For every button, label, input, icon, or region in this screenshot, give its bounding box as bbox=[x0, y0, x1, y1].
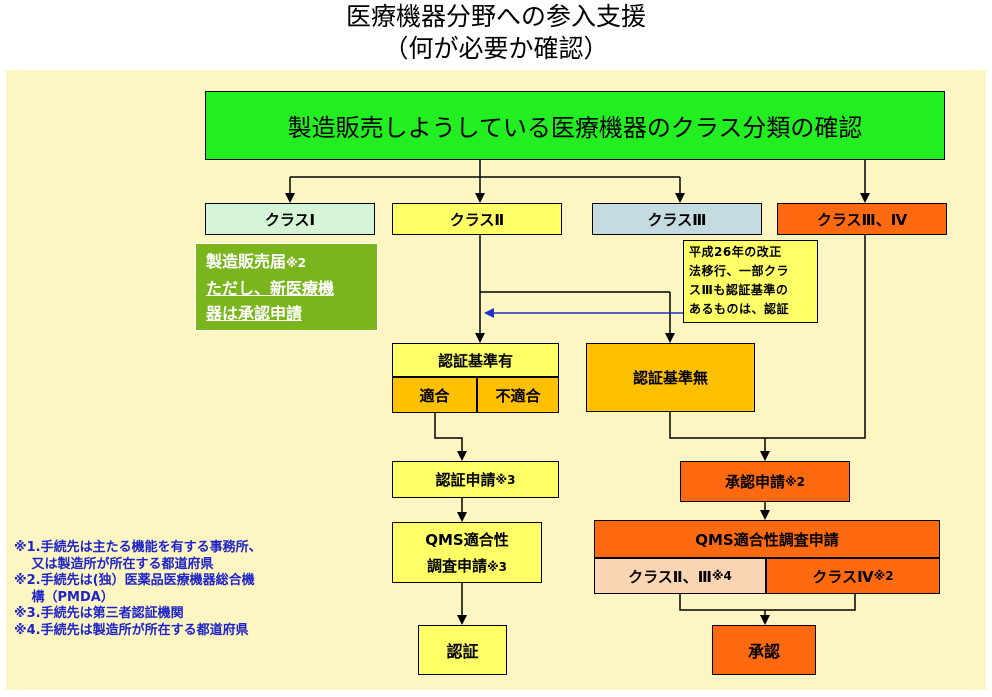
page-title-line1: 医療機器分野への参入支援 bbox=[345, 2, 646, 31]
class2-box: クラスⅡ bbox=[392, 203, 562, 235]
qms-right-header-label: QMS適合性調査申請 bbox=[695, 530, 839, 549]
approval-result-box: 承認 bbox=[712, 625, 816, 675]
class2-label: クラスⅡ bbox=[449, 210, 505, 229]
class1-note-line2: ただし、新医療機 bbox=[206, 279, 335, 298]
connector-qms-right-bottom bbox=[679, 594, 856, 611]
qms-right-class4-box: クラスⅣ※2 bbox=[766, 558, 940, 594]
approval-apply-label: 承認申請 bbox=[724, 473, 785, 491]
qms-right-class23-mark: ※4 bbox=[711, 569, 732, 583]
class-confirmation-box: 製造販売しようしている医療機器のクラス分類の確認 bbox=[205, 91, 945, 160]
class1-note-mark: ※2 bbox=[286, 256, 307, 270]
class1-note-line1: 製造販売届 bbox=[206, 252, 287, 271]
class3-box: クラスⅢ bbox=[592, 203, 762, 235]
class1-box: クラスⅠ bbox=[205, 203, 375, 235]
class1-note-line3: 器は承認申請 bbox=[206, 304, 303, 323]
callout-line2: 法移行、一部クラ bbox=[689, 264, 790, 278]
class1-note-box: 製造販売届※2 ただし、新医療機 器は承認申請 bbox=[195, 243, 378, 331]
law-revision-callout: 平成26年の改正 法移行、一部クラ スⅢも認証基準の あるものは、認証 bbox=[683, 240, 818, 323]
qms-left-box: QMS適合性 調査申請※3 bbox=[392, 522, 542, 583]
footnote-2a: ※2.手続先は(独）医薬品医療機器総合機 bbox=[14, 573, 255, 588]
cert-standard-header: 認証基準有 bbox=[392, 343, 559, 377]
class-confirmation-label: 製造販売しようしている医療機器のクラス分類の確認 bbox=[287, 114, 863, 142]
footnote-1b: 又は製造所が所在する都道府県 bbox=[14, 556, 214, 572]
qms-right-class4-mark: ※2 bbox=[873, 569, 894, 583]
footnote-2b: 構（PMDA） bbox=[14, 589, 114, 605]
cert-standard-label: 認証基準有 bbox=[437, 351, 513, 370]
callout-line3: スⅢも認証基準の bbox=[689, 283, 789, 297]
no-standard-label: 認証基準無 bbox=[632, 369, 708, 387]
qms-left-mark: ※3 bbox=[487, 560, 508, 574]
conform-label: 適合 bbox=[419, 386, 450, 405]
approval-apply-box: 承認申請※2 bbox=[680, 461, 850, 502]
nonconform-box: 不適合 bbox=[477, 377, 559, 413]
cert-result-label: 認証 bbox=[446, 642, 479, 661]
cert-apply-label: 認証申請 bbox=[435, 471, 496, 489]
class3-label: クラスⅢ bbox=[647, 210, 707, 229]
class34-label: クラスⅢ、Ⅳ bbox=[816, 210, 908, 229]
qms-right-header: QMS適合性調査申請 bbox=[594, 520, 940, 558]
arrow-to-cert-apply bbox=[434, 413, 467, 461]
footnote-1a: ※1.手続先は主たる機能を有する事務所、 bbox=[14, 540, 262, 555]
footnotes: ※1.手続先は主たる機能を有する事務所、 又は製造所が所在する都道府県 ※2.手… bbox=[14, 540, 359, 639]
callout-arrow bbox=[484, 256, 707, 318]
conform-box: 適合 bbox=[392, 377, 477, 413]
approval-result-label: 承認 bbox=[747, 642, 780, 661]
qms-left-line1: QMS適合性 bbox=[425, 531, 509, 549]
cert-apply-mark: ※3 bbox=[495, 472, 516, 487]
cert-result-box: 認証 bbox=[418, 625, 507, 675]
class34-box: クラスⅢ、Ⅳ bbox=[777, 203, 947, 235]
qms-left-line2: 調査申請 bbox=[426, 557, 487, 575]
footnote-4: ※4.手続先は製造所が所在する都道府県 bbox=[14, 622, 249, 638]
qms-right-class23-box: クラスⅡ、Ⅲ※4 bbox=[594, 558, 766, 594]
class1-label: クラスⅠ bbox=[264, 210, 316, 229]
no-standard-box: 認証基準無 bbox=[586, 343, 755, 412]
footnote-3: ※3.手続先は第三者認証機関 bbox=[14, 606, 184, 621]
cert-apply-box: 認証申請※3 bbox=[392, 461, 559, 498]
callout-line1: 平成26年の改正 bbox=[689, 245, 782, 259]
connector-class34-down bbox=[669, 235, 866, 439]
qms-right-class23-label: クラスⅡ、Ⅲ bbox=[628, 567, 712, 586]
callout-line4: あるものは、認証 bbox=[689, 302, 790, 316]
approval-apply-mark: ※2 bbox=[785, 474, 806, 489]
page-title-line2: （何が必要か確認） bbox=[383, 34, 609, 63]
nonconform-label: 不適合 bbox=[495, 386, 541, 405]
qms-right-class4-label: クラスⅣ bbox=[812, 567, 874, 586]
